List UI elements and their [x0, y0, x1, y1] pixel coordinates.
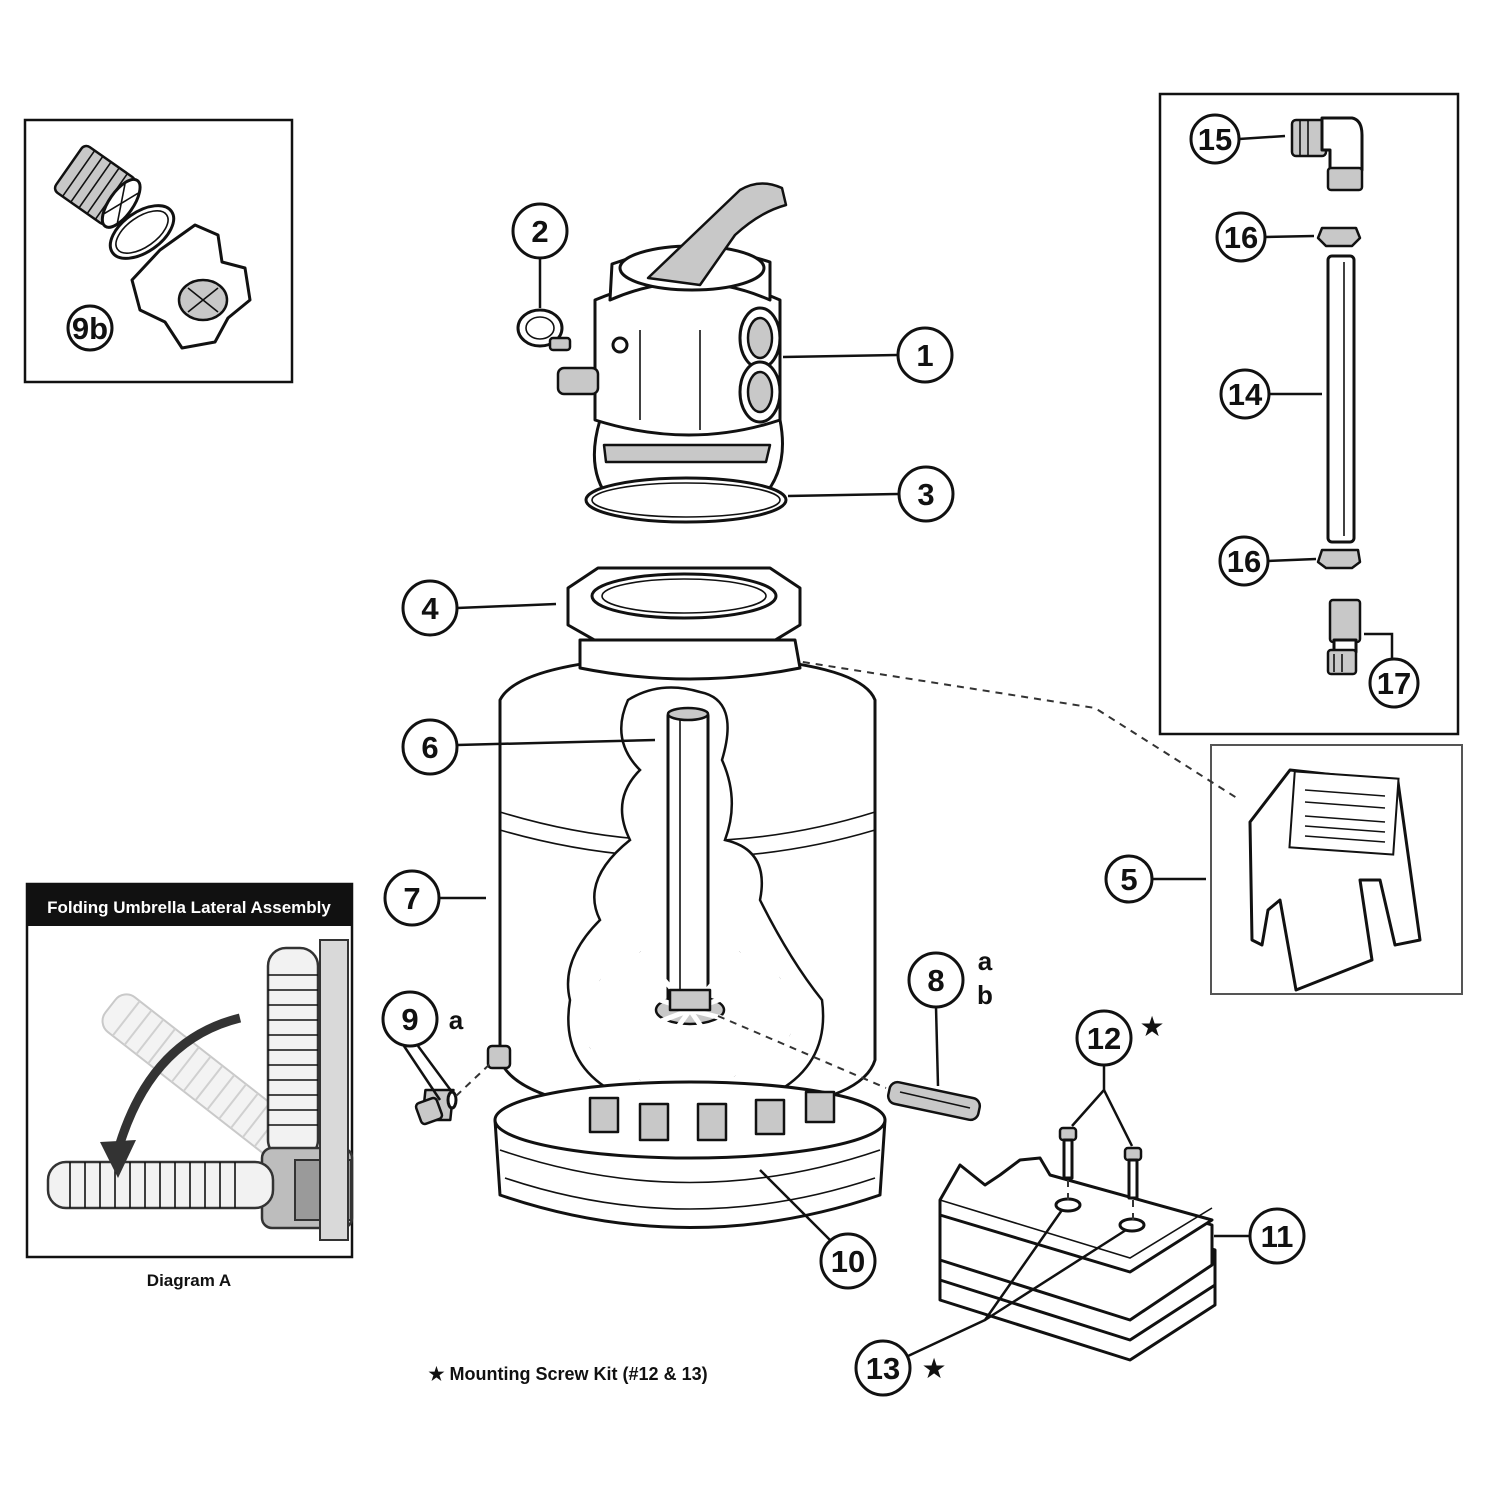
closure-ring-drawing	[566, 566, 802, 644]
diagram-a-caption: Diagram A	[147, 1271, 231, 1290]
umbrella-lateral-drawing	[46, 939, 354, 1241]
fold-arrow-icon	[113, 1013, 242, 1152]
callout-circle-10	[819, 1232, 877, 1290]
callout-17: 17	[1377, 666, 1411, 701]
callout-4: 4	[421, 591, 439, 626]
callout-circle-13	[854, 1339, 912, 1397]
callout-8-variant-a: a	[978, 946, 993, 976]
pressure-gauge-drawing	[516, 308, 572, 352]
multiport-valve-drawing	[556, 182, 788, 502]
callout-16-lower: 16	[1227, 544, 1261, 579]
lower-nut-drawing	[1316, 548, 1362, 570]
callout-16-upper: 16	[1224, 220, 1258, 255]
drain-tube-drawing	[717, 1015, 982, 1122]
callout-10: 10	[831, 1244, 865, 1279]
umbrella-title: Folding Umbrella Lateral Assembly	[47, 898, 331, 917]
mounting-kit-footnote: ★ Mounting Screw Kit (#12 & 13)	[428, 1364, 707, 1384]
callout-5: 5	[1120, 862, 1137, 897]
callout-2: 2	[531, 214, 548, 249]
callout-12: 12	[1087, 1021, 1121, 1056]
air-relief-tube-drawing	[1326, 254, 1356, 544]
mounting-screws-drawing	[1058, 1126, 1143, 1220]
callout-8: 8	[927, 963, 944, 998]
inset-warning-tag	[1210, 744, 1463, 995]
callout-7: 7	[403, 881, 420, 916]
filter-tank-drawing	[486, 638, 877, 1117]
callout-12-star-icon: ★	[1139, 1011, 1164, 1042]
inset-air-relief-parts: 15 16 14 16 17	[1158, 92, 1460, 736]
inset-diagram-a: Folding Umbrella Lateral Assembly	[25, 882, 354, 1259]
callout-1: 1	[916, 338, 933, 373]
callout-9b: 9b	[72, 311, 108, 346]
upper-nut-drawing	[1316, 226, 1362, 248]
callout-circle-17	[1368, 657, 1420, 709]
callout-14: 14	[1228, 377, 1263, 412]
callout-11: 11	[1261, 1219, 1294, 1254]
valve-o-ring-drawing	[584, 476, 788, 524]
callout-9: 9	[401, 1002, 418, 1037]
filter-base-drawing	[421, 1080, 887, 1229]
callout-13: 13	[866, 1351, 900, 1386]
drain-cap-assembly-drawing	[53, 144, 252, 350]
elbow-fitting-drawing	[1290, 116, 1364, 192]
callout-13-star-icon: ★	[921, 1353, 946, 1384]
callout-3: 3	[917, 477, 934, 512]
callout-6: 6	[421, 730, 438, 765]
callout-15: 15	[1198, 122, 1232, 157]
warning-tag-drawing	[1248, 768, 1422, 992]
lower-fitting-drawing	[1326, 598, 1362, 676]
callout-9-variant-a: a	[449, 1005, 464, 1035]
umbrella-title-bar	[27, 884, 352, 926]
callout-circle-9	[381, 990, 439, 1048]
mounting-base-drawing	[938, 1156, 1217, 1362]
inset-9b: 9b	[23, 118, 294, 384]
callout-8-variant-b: b	[977, 980, 993, 1010]
callout-circle-6	[401, 718, 459, 776]
callout-circle-9b	[66, 304, 114, 352]
